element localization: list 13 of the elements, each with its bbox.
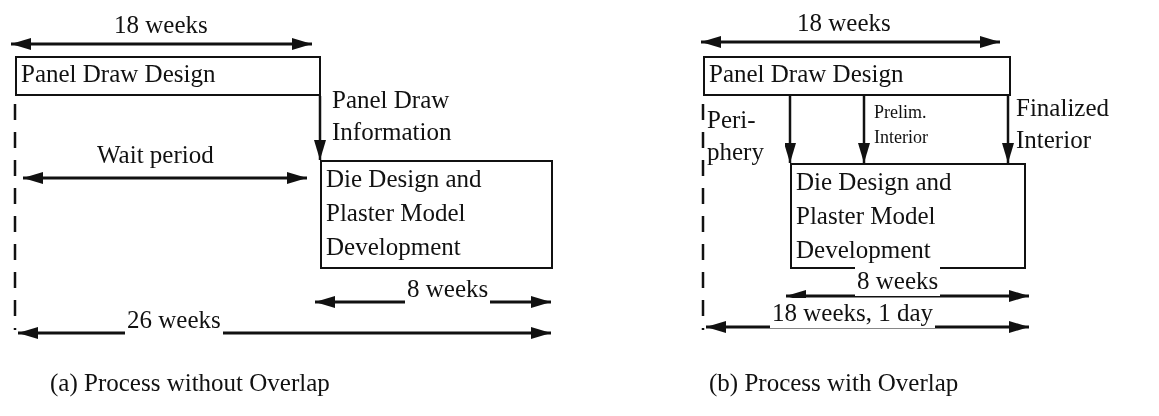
box-text: Die Design and Plaster Model Development (795, 167, 953, 265)
process-box (320, 160, 553, 269)
dimension-label: 8 weeks (855, 266, 941, 296)
box-text: Die Design and Plaster Model Development (325, 164, 483, 262)
process-box (703, 56, 1011, 96)
box-text: Panel Draw Design (708, 59, 905, 89)
arrow (1002, 96, 1014, 163)
box-text: Panel Draw Design (20, 59, 217, 89)
dimension-label: 18 weeks, 1 day (770, 298, 936, 328)
arrow (858, 96, 870, 163)
arrow (784, 96, 796, 163)
arrow (314, 96, 326, 160)
process-box (15, 56, 321, 96)
